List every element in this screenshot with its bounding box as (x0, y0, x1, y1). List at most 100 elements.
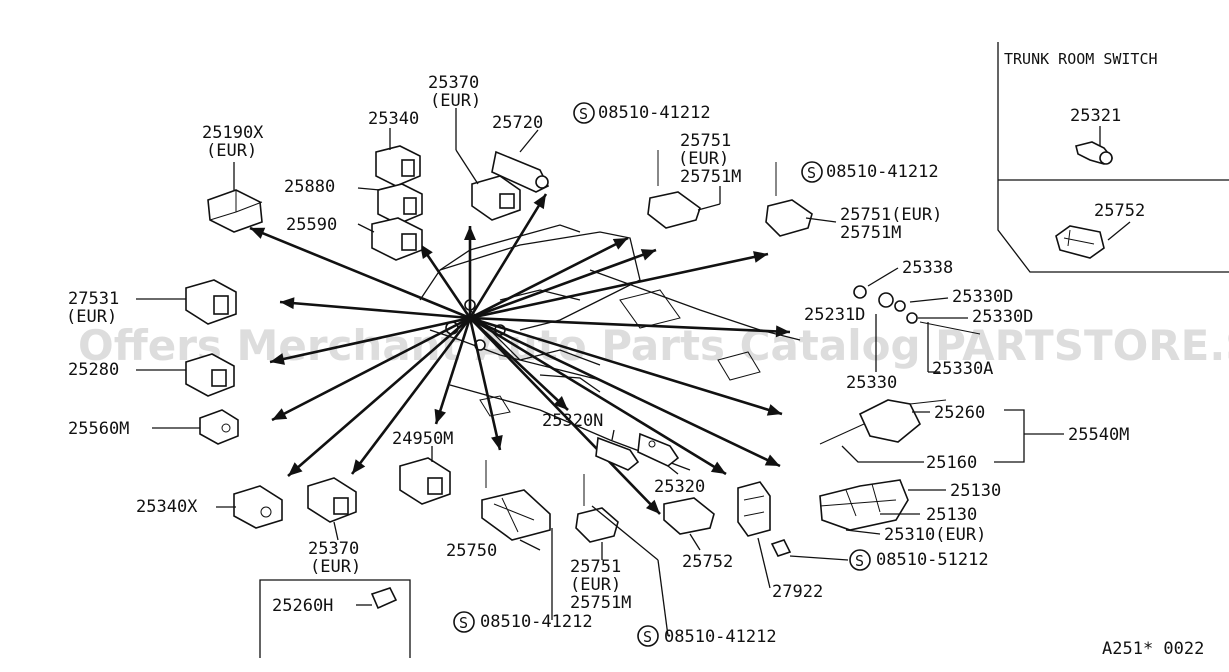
screw-symbol-mid: S (801, 161, 823, 183)
part-25338-icon (853, 285, 981, 335)
label-25751m-bottom: 25751M (570, 593, 631, 613)
screw-symbol-bot-a: S (453, 611, 475, 633)
label-screw-bottom-a: 08510-41212 (480, 612, 593, 632)
label-25190x-eur: (EUR) (206, 141, 257, 161)
label-25280: 25280 (68, 360, 119, 380)
inset-title: TRUNK ROOM SWITCH (1004, 50, 1158, 68)
label-25560m: 25560M (68, 419, 129, 439)
svg-text:S: S (459, 614, 468, 632)
label-25231d: 25231D (804, 305, 865, 325)
part-25280-icon (185, 353, 235, 397)
label-25720: 25720 (492, 113, 543, 133)
screw-symbol-top: S (573, 102, 595, 124)
arrow-line-14 (469, 316, 783, 416)
label-27531-eur: (EUR) (66, 307, 117, 327)
label-25330a: 25330A (932, 359, 993, 379)
arrow-line-19 (469, 317, 661, 515)
label-25320: 25320 (654, 477, 705, 497)
arrow-line-12 (350, 317, 472, 475)
arrow-line-13 (434, 317, 472, 425)
label-25752-inset: 25752 (1094, 201, 1145, 221)
label-25130-b: 25130 (926, 505, 977, 525)
label-25750: 25750 (446, 541, 497, 561)
part-25320-icon (637, 432, 680, 467)
label-24950m: 24950M (392, 429, 453, 449)
part-25130-icon (819, 479, 909, 531)
arrow-head-8 (775, 325, 790, 338)
label-25338: 25338 (902, 258, 953, 278)
part-25321-icon (1075, 141, 1114, 165)
label-25340: 25340 (368, 109, 419, 129)
label-25751-eur-right: 25751(EUR) (840, 205, 942, 225)
arrow-head-17 (764, 454, 780, 466)
screw-symbol-right: S (849, 549, 871, 571)
arrow-line-1 (418, 243, 472, 319)
arrow-line-18 (469, 316, 727, 476)
label-25880: 25880 (284, 177, 335, 197)
arrow-line-8 (469, 316, 791, 334)
label-25330: 25330 (846, 373, 897, 393)
part-icons (185, 145, 981, 557)
label-25160: 25160 (926, 453, 977, 473)
arrow-line-5 (469, 236, 629, 320)
part-25340-icon (375, 145, 421, 187)
label-27922: 27922 (772, 582, 823, 602)
screw-27922-icon (770, 539, 792, 557)
part-25750-icon (481, 460, 551, 541)
part-25752-inset-icon (1055, 225, 1105, 259)
arrow-head-18 (710, 461, 726, 474)
arrow-line-0 (249, 226, 471, 320)
arrow-head-15 (491, 435, 503, 450)
part-25590-icon (371, 217, 423, 261)
part-25751m-right-icon (765, 162, 813, 237)
arrow-head-11 (288, 462, 303, 476)
part-25260-icon (819, 399, 947, 445)
label-25320n: 25320N (542, 411, 603, 431)
label-25321: 25321 (1070, 106, 1121, 126)
part-25320n-icon (595, 436, 640, 471)
screw-symbol-bot-b: S (637, 625, 659, 647)
label-screw-right: 08510-51212 (876, 550, 989, 570)
part-24950m-icon (399, 457, 451, 505)
radial-arrows (249, 193, 791, 515)
part-25751m-bottom-icon (575, 474, 619, 543)
arrow-head-16 (553, 396, 568, 410)
label-25751m-right: 25751M (840, 223, 901, 243)
arrow-head-5 (612, 238, 628, 250)
trunk-room-switch-inset: TRUNK ROOM SWITCH 25321 25752 (997, 42, 1229, 273)
label-25590: 25590 (286, 215, 337, 235)
arrow-head-3 (280, 297, 295, 310)
part-25560m-icon (199, 409, 239, 445)
svg-text:S: S (855, 552, 864, 570)
label-25330d-a: 25330D (952, 287, 1013, 307)
label-25370-top: 25370 (428, 73, 479, 93)
leader-lines (136, 108, 1064, 637)
arrow-line-3 (279, 300, 471, 320)
label-25751m-top: 25751M (680, 167, 741, 187)
label-25260: 25260 (934, 403, 985, 423)
part-25720-icon (491, 150, 550, 193)
arrow-line-6 (469, 248, 657, 320)
label-25370-top-eur: (EUR) (430, 91, 481, 111)
part-27531-icon (185, 279, 237, 325)
part-25880-icon (377, 183, 423, 225)
label-27531: 27531 (68, 289, 119, 309)
screw-symbols: S S S S S (453, 102, 871, 647)
arrow-head-9 (272, 408, 288, 420)
arrow-head-2 (464, 226, 476, 240)
arrow-line-9 (271, 316, 471, 422)
label-25751-bottom: 25751 (570, 557, 621, 577)
watermark-text: Offers Merchant Auto Parts Catalog PARTS… (78, 321, 1229, 370)
label-25260h: 25260H (272, 596, 333, 616)
arrow-head-6 (640, 249, 656, 261)
part-25370-top-icon (471, 175, 521, 221)
arrow-line-17 (469, 316, 781, 468)
inset-25260h: 25260H (259, 579, 411, 658)
arrow-line-7 (269, 316, 471, 364)
label-25751-bottom-eur: (EUR) (570, 575, 621, 595)
svg-text:S: S (643, 628, 652, 646)
svg-text:S: S (579, 105, 588, 123)
svg-text:S: S (807, 164, 816, 182)
part-27922-icon (737, 481, 771, 537)
